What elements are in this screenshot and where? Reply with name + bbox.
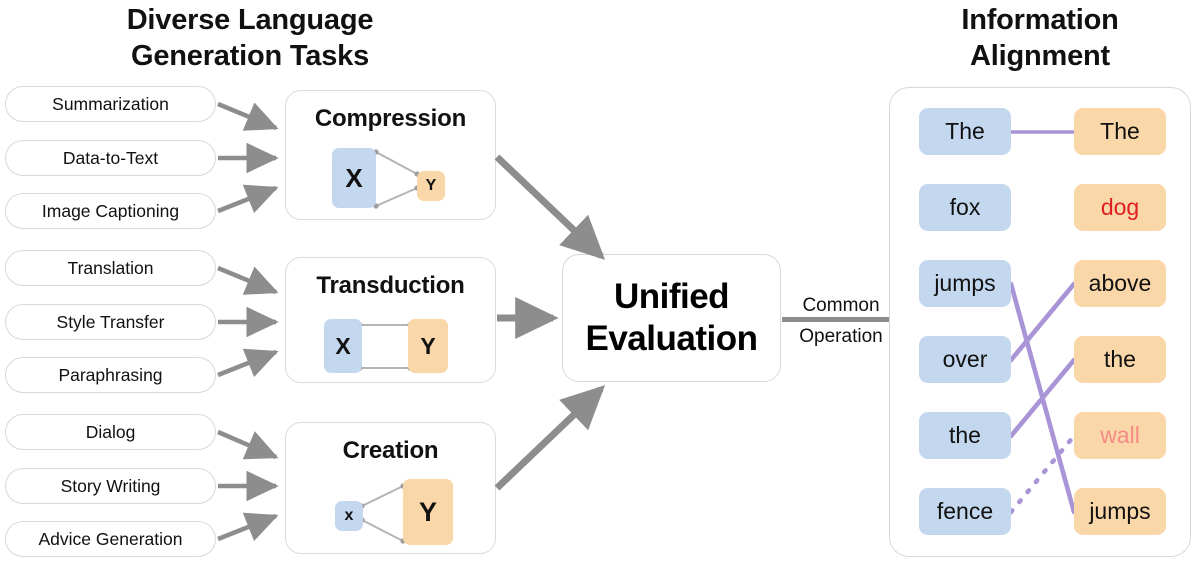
- target-word-jumps[interactable]: jumps: [1074, 488, 1166, 535]
- arrow-image-captioning-to-compression: [217, 184, 279, 214]
- creation-target-y: Y: [403, 479, 453, 545]
- unified-evaluation-box[interactable]: Unified Evaluation: [562, 254, 781, 382]
- target-word-above[interactable]: above: [1074, 260, 1166, 307]
- alignment-links-overlay: [1008, 130, 1077, 515]
- right-heading-line2: Alignment: [970, 40, 1110, 72]
- source-word-fence[interactable]: fence: [919, 488, 1011, 535]
- arrow-compression-to-unified-evaluation: [494, 154, 606, 260]
- process-title-compression: Compression: [314, 105, 467, 132]
- arrow-creation-to-unified-evaluation: [494, 385, 606, 491]
- right-section-heading: Information Alignment: [890, 2, 1190, 74]
- alignment-link-the-the-2: [1008, 357, 1077, 439]
- source-word-the-2[interactable]: the: [919, 412, 1011, 459]
- process-title-transduction: Transduction: [316, 272, 465, 299]
- process-box-compression[interactable]: Compression X Y: [285, 90, 496, 220]
- compression-target-y: Y: [417, 171, 445, 201]
- source-word-fox[interactable]: fox: [919, 184, 1011, 231]
- compression-source-x: X: [332, 148, 376, 208]
- process-box-transduction[interactable]: Transduction X Y: [285, 257, 496, 383]
- target-word-the-2[interactable]: the: [1074, 336, 1166, 383]
- arrow-advice-generation-to-creation: [217, 512, 279, 542]
- target-word-the[interactable]: The: [1074, 108, 1166, 155]
- transduction-xy-diagram: [357, 322, 413, 371]
- alignment-link-over-above: [1008, 281, 1077, 363]
- unified-evaluation-line1: Unified: [613, 277, 730, 316]
- left-heading-line2: Generation Tasks: [130, 40, 370, 72]
- right-heading-line1: Information: [961, 4, 1119, 36]
- arrow-translation-to-transduction: [217, 265, 279, 295]
- task-pill-summarization[interactable]: Summarization: [5, 86, 216, 122]
- task-pill-story-writing[interactable]: Story Writing: [5, 468, 216, 504]
- process-title-creation: Creation: [342, 437, 439, 464]
- target-word-wall[interactable]: wall: [1074, 412, 1166, 459]
- process-box-creation[interactable]: Creation x Y: [285, 422, 496, 554]
- task-pill-data-to-text[interactable]: Data-to-Text: [5, 140, 216, 176]
- transduction-source-x: X: [324, 319, 362, 373]
- task-pill-image-captioning[interactable]: Image Captioning: [5, 193, 216, 229]
- compression-xy-diagram: [373, 149, 420, 209]
- alignment-link-fence-wall: [1008, 433, 1077, 515]
- arrow-summarization-to-compression: [217, 101, 279, 131]
- source-word-over[interactable]: over: [919, 336, 1011, 383]
- task-pill-dialog[interactable]: Dialog: [5, 414, 216, 450]
- source-word-the[interactable]: The: [919, 108, 1011, 155]
- task-pill-paraphrasing[interactable]: Paraphrasing: [5, 357, 216, 393]
- creation-source-x: x: [335, 501, 363, 531]
- common-operation-connector-line: [782, 317, 896, 322]
- source-word-jumps[interactable]: jumps: [919, 260, 1011, 307]
- information-alignment-panel[interactable]: The fox jumps over the fence The dog abo…: [889, 87, 1191, 557]
- common-operation-label-line2: Operation: [786, 326, 896, 348]
- unified-evaluation-line2: Evaluation: [585, 319, 758, 358]
- arrow-paraphrasing-to-transduction: [217, 348, 279, 378]
- left-section-heading: Diverse Language Generation Tasks: [0, 2, 500, 74]
- task-pill-advice-generation[interactable]: Advice Generation: [5, 521, 216, 557]
- task-pill-style-transfer[interactable]: Style Transfer: [5, 304, 216, 340]
- task-pill-translation[interactable]: Translation: [5, 250, 216, 286]
- arrow-dialog-to-creation: [217, 429, 279, 460]
- common-operation-label-line1: Common: [786, 295, 896, 317]
- target-word-dog[interactable]: dog: [1074, 184, 1166, 231]
- left-heading-line1: Diverse Language: [126, 4, 374, 36]
- transduction-target-y: Y: [408, 319, 448, 373]
- creation-xy-diagram: [359, 483, 406, 544]
